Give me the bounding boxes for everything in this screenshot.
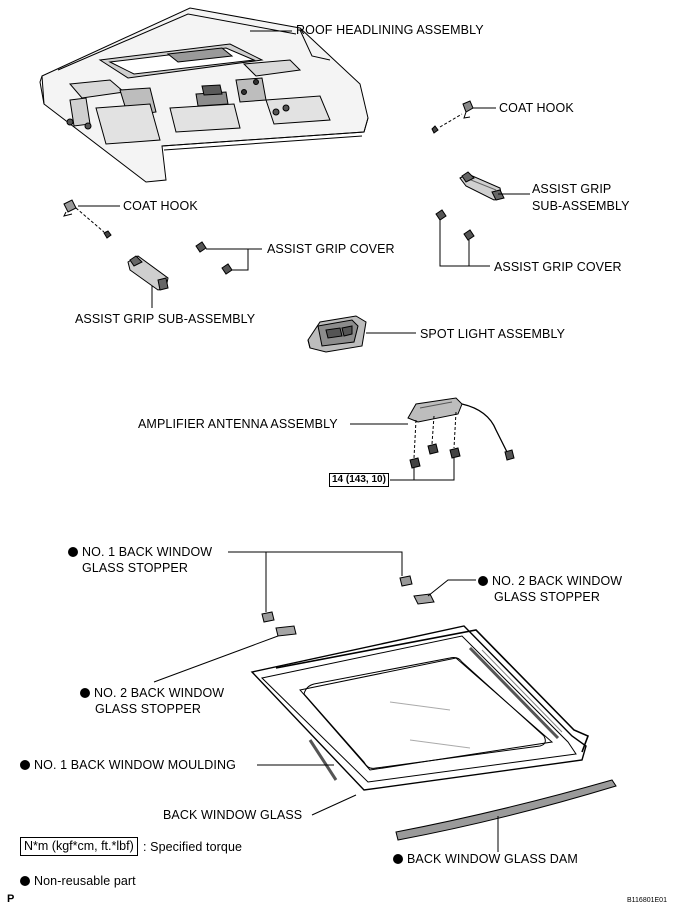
stopper-no1-drawing	[261, 575, 413, 623]
torque-value-box: 14 (143, 10)	[329, 473, 389, 487]
label-stopper-no1-line1: NO. 1 BACK WINDOW	[82, 545, 213, 559]
legend-torque-unit-box: N*m (kgf*cm, ft.*lbf)	[20, 837, 138, 856]
label-stopper-no2-right-line2: GLASS STOPPER	[494, 590, 600, 604]
label-coat-hook-right: COAT HOOK	[499, 101, 574, 115]
non-reusable-bullet-icon	[20, 760, 30, 770]
assist-grip-cover-left-drawing	[195, 241, 233, 275]
label-assist-grip-right-line2: SUB-ASSEMBLY	[532, 199, 630, 213]
label-assist-grip-cover-right: ASSIST GRIP COVER	[494, 260, 622, 274]
label-stopper-no2-left-line2: GLASS STOPPER	[95, 702, 201, 716]
stopper-no2-drawing	[275, 593, 435, 637]
amplifier-antenna-drawing	[407, 397, 515, 469]
roof-headlining-drawing	[39, 7, 369, 183]
assist-grip-left-drawing	[127, 255, 169, 291]
label-stopper-no1: NO. 1 BACK WINDOW	[68, 545, 212, 559]
label-assist-grip-cover-left: ASSIST GRIP COVER	[267, 242, 395, 256]
non-reusable-bullet-icon	[80, 688, 90, 698]
leader-torque	[390, 458, 455, 481]
label-moulding: NO. 1 BACK WINDOW MOULDING	[20, 758, 236, 772]
non-reusable-bullet-icon	[68, 547, 78, 557]
leader-stopper-no1	[228, 551, 403, 576]
glass-dam-drawing	[395, 779, 617, 841]
label-stopper-no1-line2: GLASS STOPPER	[82, 561, 188, 575]
spot-light-drawing	[307, 315, 367, 353]
label-glass-dam: BACK WINDOW GLASS DAM	[393, 852, 578, 866]
leader-back-glass	[311, 794, 357, 816]
label-assist-grip-right-line1: ASSIST GRIP	[532, 182, 612, 196]
coat-hook-right-drawing	[431, 100, 474, 134]
legend-non-reusable: Non-reusable part	[20, 874, 136, 888]
label-stopper-no2-left: NO. 2 BACK WINDOW	[80, 686, 224, 700]
label-moulding-text: NO. 1 BACK WINDOW MOULDING	[34, 758, 236, 772]
label-stopper-no2-right: NO. 2 BACK WINDOW	[478, 574, 622, 588]
back-window-glass-drawing	[250, 625, 590, 791]
leader-stopper-no2-right	[427, 579, 476, 597]
figure-code: B116801E01	[627, 897, 667, 904]
non-reusable-bullet-icon	[478, 576, 488, 586]
label-back-glass: BACK WINDOW GLASS	[163, 808, 303, 822]
assist-grip-cover-right-drawing	[435, 209, 475, 241]
leader-assist-grip-cover-right	[439, 220, 490, 267]
label-glass-dam-text: BACK WINDOW GLASS DAM	[407, 852, 578, 866]
legend-non-reusable-text: Non-reusable part	[34, 874, 136, 888]
label-coat-hook-left: COAT HOOK	[123, 199, 198, 213]
legend-torque-desc: : Specified torque	[143, 840, 243, 854]
label-stopper-no2-right-line1: NO. 2 BACK WINDOW	[492, 574, 623, 588]
coat-hook-left-drawing	[63, 199, 112, 239]
label-stopper-no2-left-line1: NO. 2 BACK WINDOW	[94, 686, 225, 700]
leader-assist-grip-cover-left-b	[232, 249, 249, 271]
non-reusable-bullet-icon	[20, 876, 30, 886]
label-assist-grip-left: ASSIST GRIP SUB-ASSEMBLY	[75, 312, 256, 326]
corner-letter: P	[7, 893, 15, 905]
label-spot-light: SPOT LIGHT ASSEMBLY	[420, 327, 566, 341]
assist-grip-right-drawing	[459, 171, 505, 201]
label-roof-headlining: ROOF HEADLINING ASSEMBLY	[296, 23, 484, 37]
leader-stopper-no2-left	[153, 635, 279, 683]
non-reusable-bullet-icon	[393, 854, 403, 864]
label-amplifier-antenna: AMPLIFIER ANTENNA ASSEMBLY	[138, 417, 338, 431]
